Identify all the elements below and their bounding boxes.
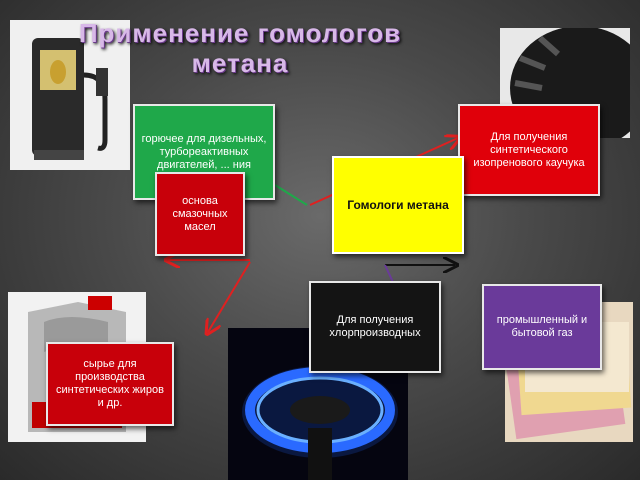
- rubber-box: Для получения синтетического изопреновог…: [458, 104, 600, 196]
- arrow-to-fats: [208, 261, 251, 332]
- chloro-box: Для получения хлорпроизводных: [309, 281, 441, 373]
- gas-box: промышленный и бытовой газ: [482, 284, 602, 370]
- gas-burner-icon: [228, 328, 408, 480]
- fuel-pump-icon: [10, 20, 130, 170]
- homologs-box: Гомологи метана: [332, 156, 464, 254]
- line-to-fuel: [274, 184, 308, 206]
- page-title: Применение гомологов метана: [78, 18, 402, 78]
- lubricant-box: основа смазочных масел: [155, 172, 245, 256]
- fats-box: сырье для производства синтетических жир…: [46, 342, 174, 426]
